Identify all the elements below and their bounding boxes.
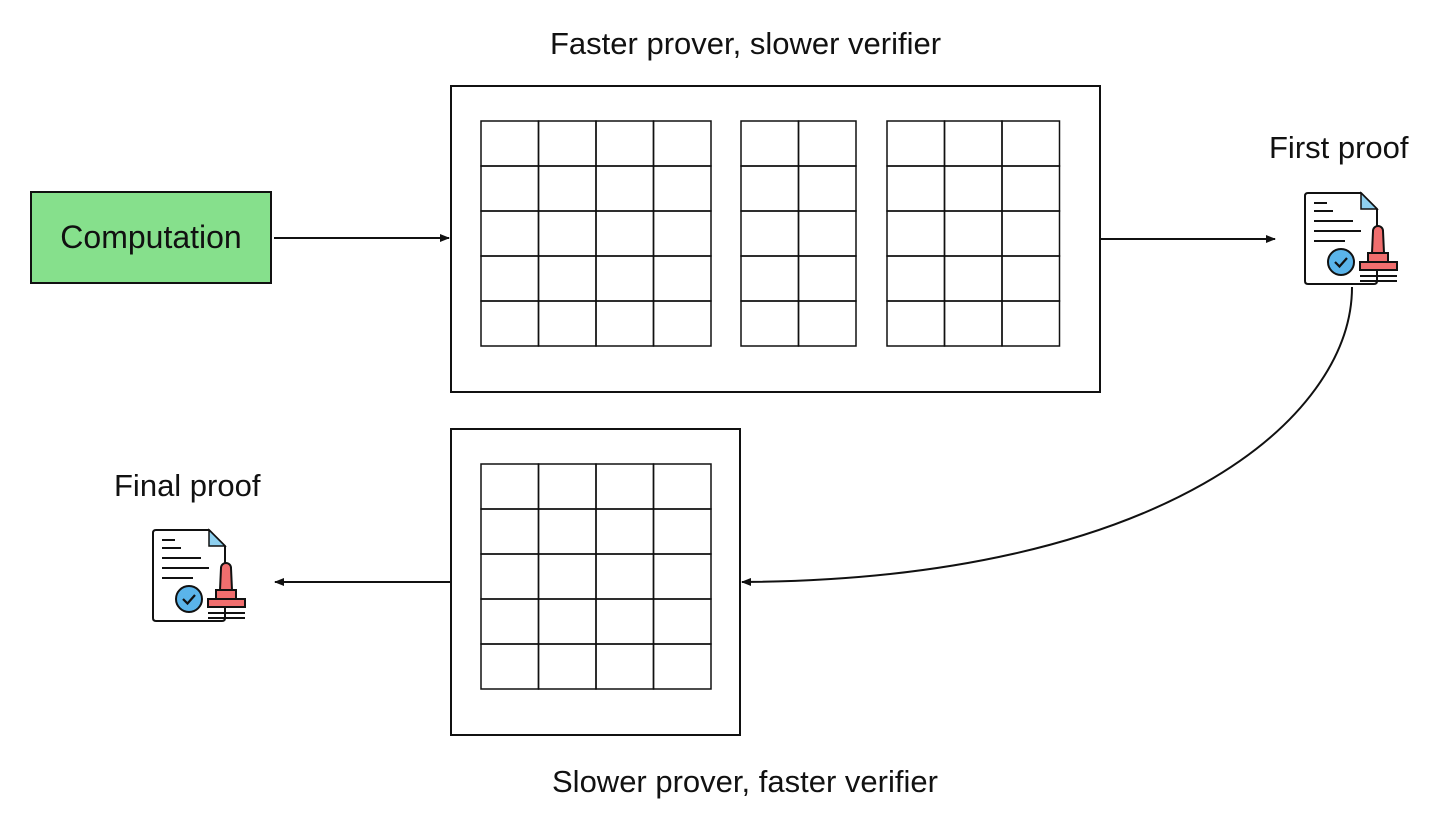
grid-cell [537,598,597,645]
grid-cell [740,165,800,212]
grid-cell [652,643,712,690]
grid-cell [740,300,800,347]
grid-cell [1001,255,1061,302]
grid-cell [652,210,712,257]
grid-cell [652,255,712,302]
grid-cell [480,463,540,510]
grid-cell [886,165,946,212]
grid-cell [943,210,1003,257]
grid-cell [537,553,597,600]
grid-cell [595,210,655,257]
grid-cell [595,598,655,645]
grid-cell [652,598,712,645]
grid-cell [595,643,655,690]
grid-cell [943,165,1003,212]
grid-cell [480,165,540,212]
grid-cell [797,255,857,302]
grid-cell [595,255,655,302]
grid-cell [537,165,597,212]
grid-cell [480,120,540,167]
grid-cell [537,463,597,510]
grid-cell [480,255,540,302]
grid-cell [595,120,655,167]
grid-cell [480,508,540,555]
stamp-icon [1359,225,1398,282]
grid-cell [886,255,946,302]
slow-prover-frame [450,428,741,736]
arrow-first-proof-to-slow-prover [741,286,1353,586]
fast-prover-stage-table-3 [886,120,1061,347]
grid-cell [480,643,540,690]
grid-cell [943,255,1003,302]
first-proof-label: First proof [1269,130,1409,165]
grid-cell [943,120,1003,167]
grid-cell [740,255,800,302]
fast-prover-title: Faster prover, slower verifier [550,26,942,61]
grid-cell [595,508,655,555]
grid-cell [652,463,712,510]
grid-cell [537,120,597,167]
fast-prover-stage-table-2 [740,120,857,347]
grid-cell [652,120,712,167]
grid-cell [480,598,540,645]
grid-cell [1001,120,1061,167]
first-proof-document-icon [1304,191,1398,285]
grid-cell [537,255,597,302]
grid-cell [537,508,597,555]
check-badge-icon [175,585,203,613]
grid-cell [1001,300,1061,347]
grid-cell [886,120,946,167]
final-proof-document-icon [152,528,246,622]
grid-cell [797,300,857,347]
grid-cell [595,300,655,347]
grid-cell [595,463,655,510]
grid-cell [595,165,655,212]
grid-cell [797,210,857,257]
fast-prover-stage-table-1 [480,120,712,347]
grid-cell [652,300,712,347]
fast-prover-frame [450,85,1101,393]
grid-cell [797,165,857,212]
grid-cell [1001,210,1061,257]
grid-cell [480,553,540,600]
grid-cell [740,210,800,257]
grid-cell [480,300,540,347]
slow-prover-title: Slower prover, faster verifier [552,764,938,799]
grid-cell [652,165,712,212]
grid-cell [797,120,857,167]
grid-cell [1001,165,1061,212]
grid-cell [740,120,800,167]
grid-cell [480,210,540,257]
final-proof-label: Final proof [114,468,261,503]
grid-cell [943,300,1003,347]
computation-box: Computation [30,191,272,284]
slow-prover-stage-table-1 [480,463,712,690]
grid-cell [595,553,655,600]
grid-cell [652,508,712,555]
grid-cell [537,300,597,347]
grid-tables [480,120,1061,690]
computation-label: Computation [60,219,242,255]
grid-cell [652,553,712,600]
check-badge-icon [1327,248,1355,276]
grid-cell [886,300,946,347]
grid-cell [537,643,597,690]
grid-cell [537,210,597,257]
grid-cell [886,210,946,257]
stamp-icon [207,562,246,619]
